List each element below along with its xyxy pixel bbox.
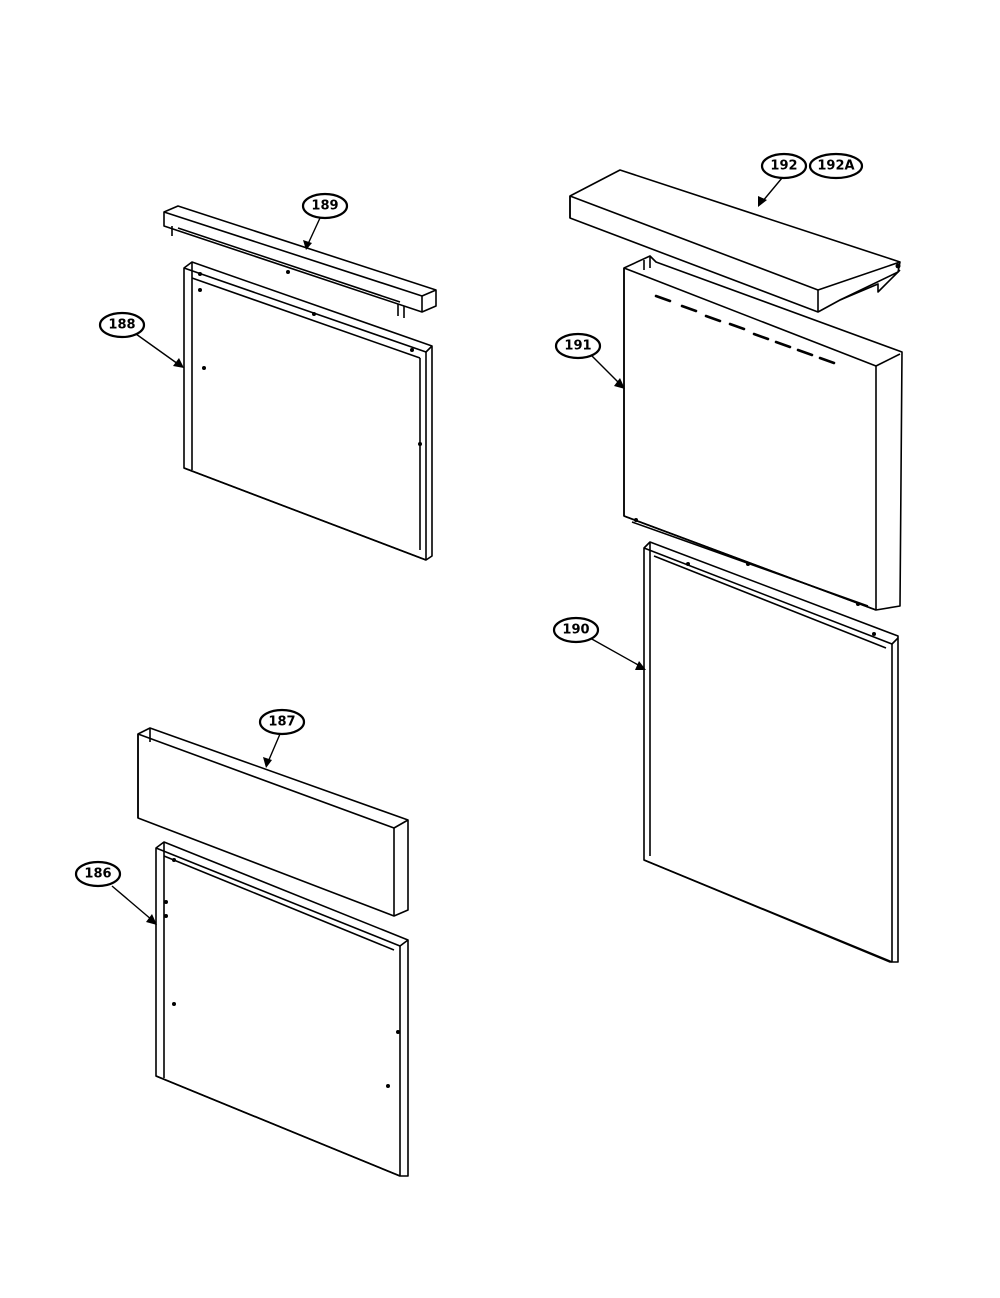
callout-187: 187	[258, 708, 306, 736]
callout-188: 188	[98, 311, 146, 339]
callout-label-188: 188	[108, 318, 135, 333]
callout-189: 189	[301, 192, 349, 220]
callout-192: 192	[760, 152, 808, 180]
callout-label-192a: 192A	[817, 159, 854, 174]
part-191-vent-slots	[654, 294, 836, 365]
part-190-large-panel	[643, 541, 899, 963]
part-186-panel	[155, 841, 409, 1177]
part-187-box-header	[137, 727, 409, 917]
callout-186: 186	[74, 860, 122, 888]
callout-label-191: 191	[564, 339, 591, 354]
callout-191: 191	[554, 332, 602, 360]
leader-lines	[111, 177, 783, 925]
callout-label-187: 187	[268, 715, 295, 730]
callout-label-192: 192	[770, 159, 797, 174]
part-191-holes	[634, 518, 860, 606]
part-186-holes	[164, 858, 400, 1088]
callout-190: 190	[552, 616, 600, 644]
part-192-screw	[895, 263, 901, 269]
callout-label-190: 190	[562, 623, 589, 638]
part-189-trim-strip	[163, 205, 437, 318]
callout-label-186: 186	[84, 867, 111, 882]
callout-192a: 192A	[808, 152, 864, 180]
part-190-holes	[686, 562, 876, 636]
part-188-panel	[183, 261, 433, 561]
part-188-holes	[198, 270, 422, 446]
part-192-top-cover	[569, 169, 901, 313]
callout-label-189: 189	[311, 199, 338, 214]
